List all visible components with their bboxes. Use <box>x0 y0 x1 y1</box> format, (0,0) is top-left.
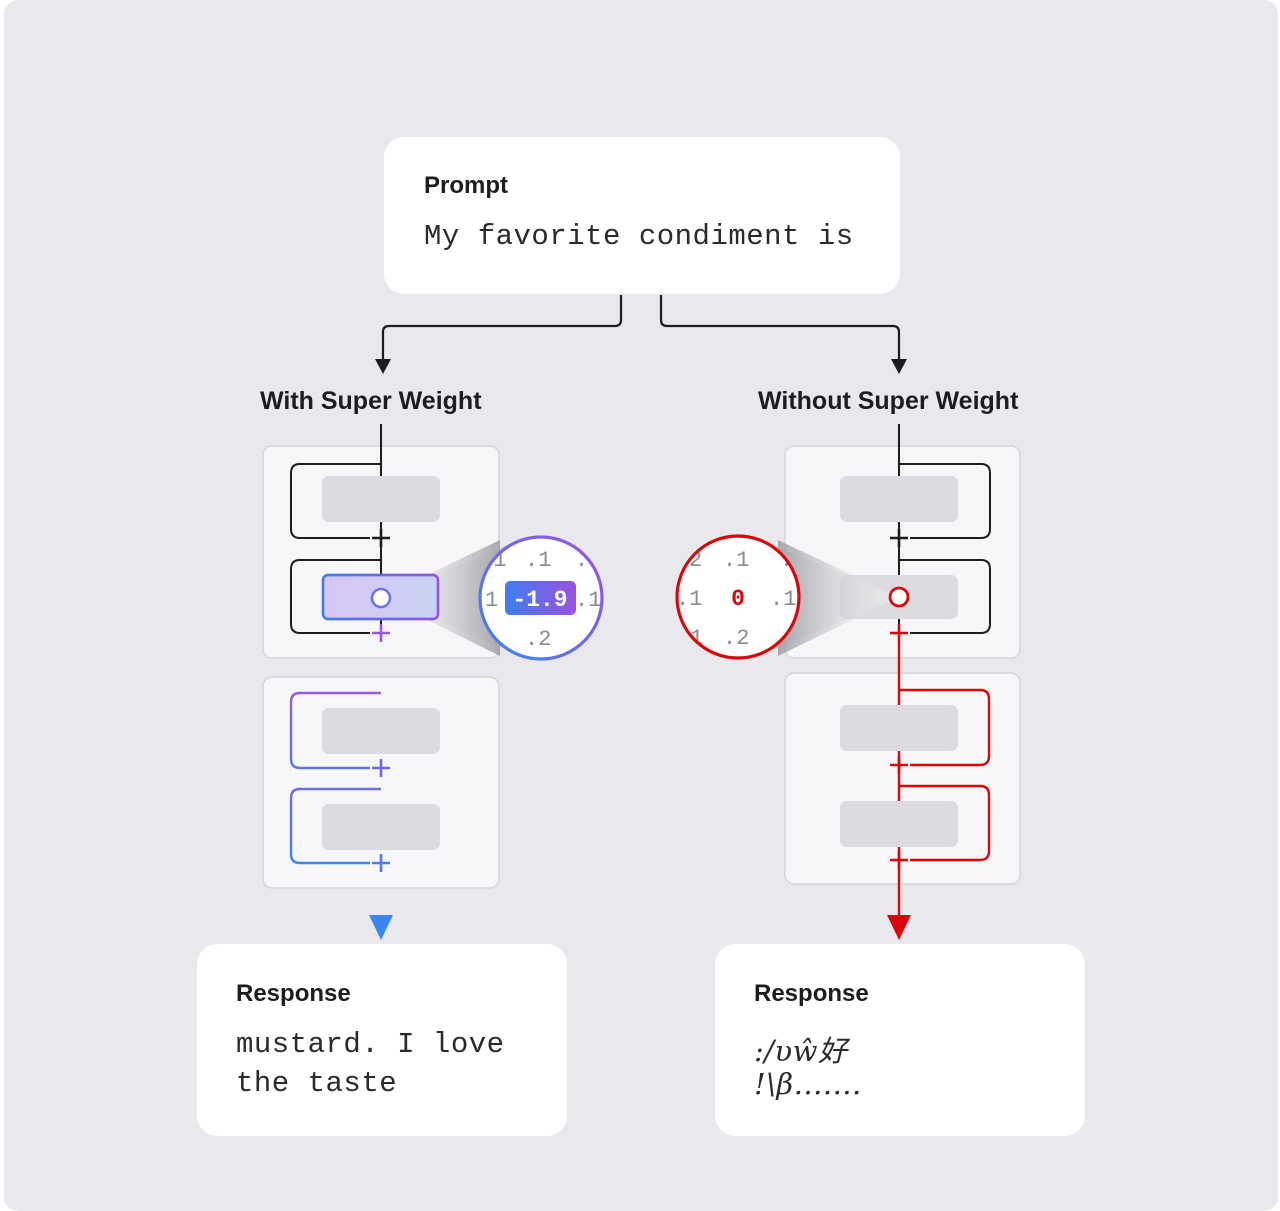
left-lens-value: .1 <box>525 548 551 573</box>
right-block-4 <box>840 801 958 847</box>
right-layer-panel-2 <box>784 672 1021 885</box>
left-plus-3 <box>372 759 390 777</box>
left-residual-loop-4 <box>289 787 381 865</box>
prompt-text: My favorite condiment is <box>424 220 854 253</box>
branch-label-with: With Super Weight <box>260 387 482 415</box>
response-card-with: Response mustard. I love the taste <box>197 944 567 1136</box>
response-line-2: the taste <box>236 1067 398 1100</box>
left-lens-value: 1 <box>485 588 498 613</box>
right-block-3 <box>840 705 958 751</box>
right-super-weight-value: 0 <box>731 586 745 612</box>
prompt-to-right-connector <box>659 295 901 360</box>
prompt-to-left-connector <box>381 295 623 360</box>
right-plus-1 <box>890 529 908 547</box>
response-line-2: !\β....... <box>754 1067 862 1101</box>
arrow-head-right <box>891 359 907 374</box>
left-lens-value: .2 <box>525 627 551 652</box>
right-lens-value: .1 <box>723 548 749 573</box>
right-output-arrow-head <box>887 915 911 940</box>
right-lens-value: .2 <box>723 626 749 651</box>
left-output-arrow-head <box>369 915 393 940</box>
response-title: Response <box>754 980 869 1007</box>
right-lens-value: .1 <box>770 587 796 612</box>
response-card-without: Response :/υŵ好 !\β....... <box>715 944 1085 1136</box>
right-residual-loop-1 <box>899 463 991 539</box>
left-plus-2 <box>372 624 390 642</box>
right-zoom-lens <box>677 536 799 658</box>
left-residual-loop-2 <box>290 559 381 634</box>
left-block-4 <box>322 804 440 850</box>
left-super-weight-pill <box>505 581 576 615</box>
left-residual-loop-3 <box>289 691 381 770</box>
left-block-1 <box>322 476 440 522</box>
right-residual-loop-4 <box>899 784 991 862</box>
arrow-head-left <box>375 359 391 374</box>
right-plus-4 <box>890 851 908 869</box>
response-title: Response <box>236 980 351 1007</box>
right-residual-loop-3 <box>899 688 991 767</box>
left-residual-loop-1 <box>290 463 381 539</box>
left-plus-1 <box>372 529 390 547</box>
branch-label-without: Without Super Weight <box>758 387 1019 415</box>
prompt-title: Prompt <box>424 172 508 199</box>
prompt-card: Prompt My favorite condiment is <box>384 137 900 294</box>
right-plus-2 <box>890 624 908 642</box>
left-super-weight-dot <box>370 587 392 609</box>
left-plus-4 <box>372 854 390 872</box>
right-block-1 <box>840 476 958 522</box>
left-lens-value: .1 <box>575 588 601 613</box>
right-super-weight-dot <box>888 586 910 608</box>
left-block-3 <box>322 708 440 754</box>
right-lens-value: .1 <box>676 587 702 612</box>
left-super-weight-value: -1.9 <box>512 587 567 613</box>
response-line-1: mustard. I love <box>236 1028 505 1061</box>
right-plus-3 <box>890 756 908 774</box>
right-residual-loop-2 <box>899 559 991 634</box>
response-line-1: :/υŵ好 <box>754 1034 848 1068</box>
